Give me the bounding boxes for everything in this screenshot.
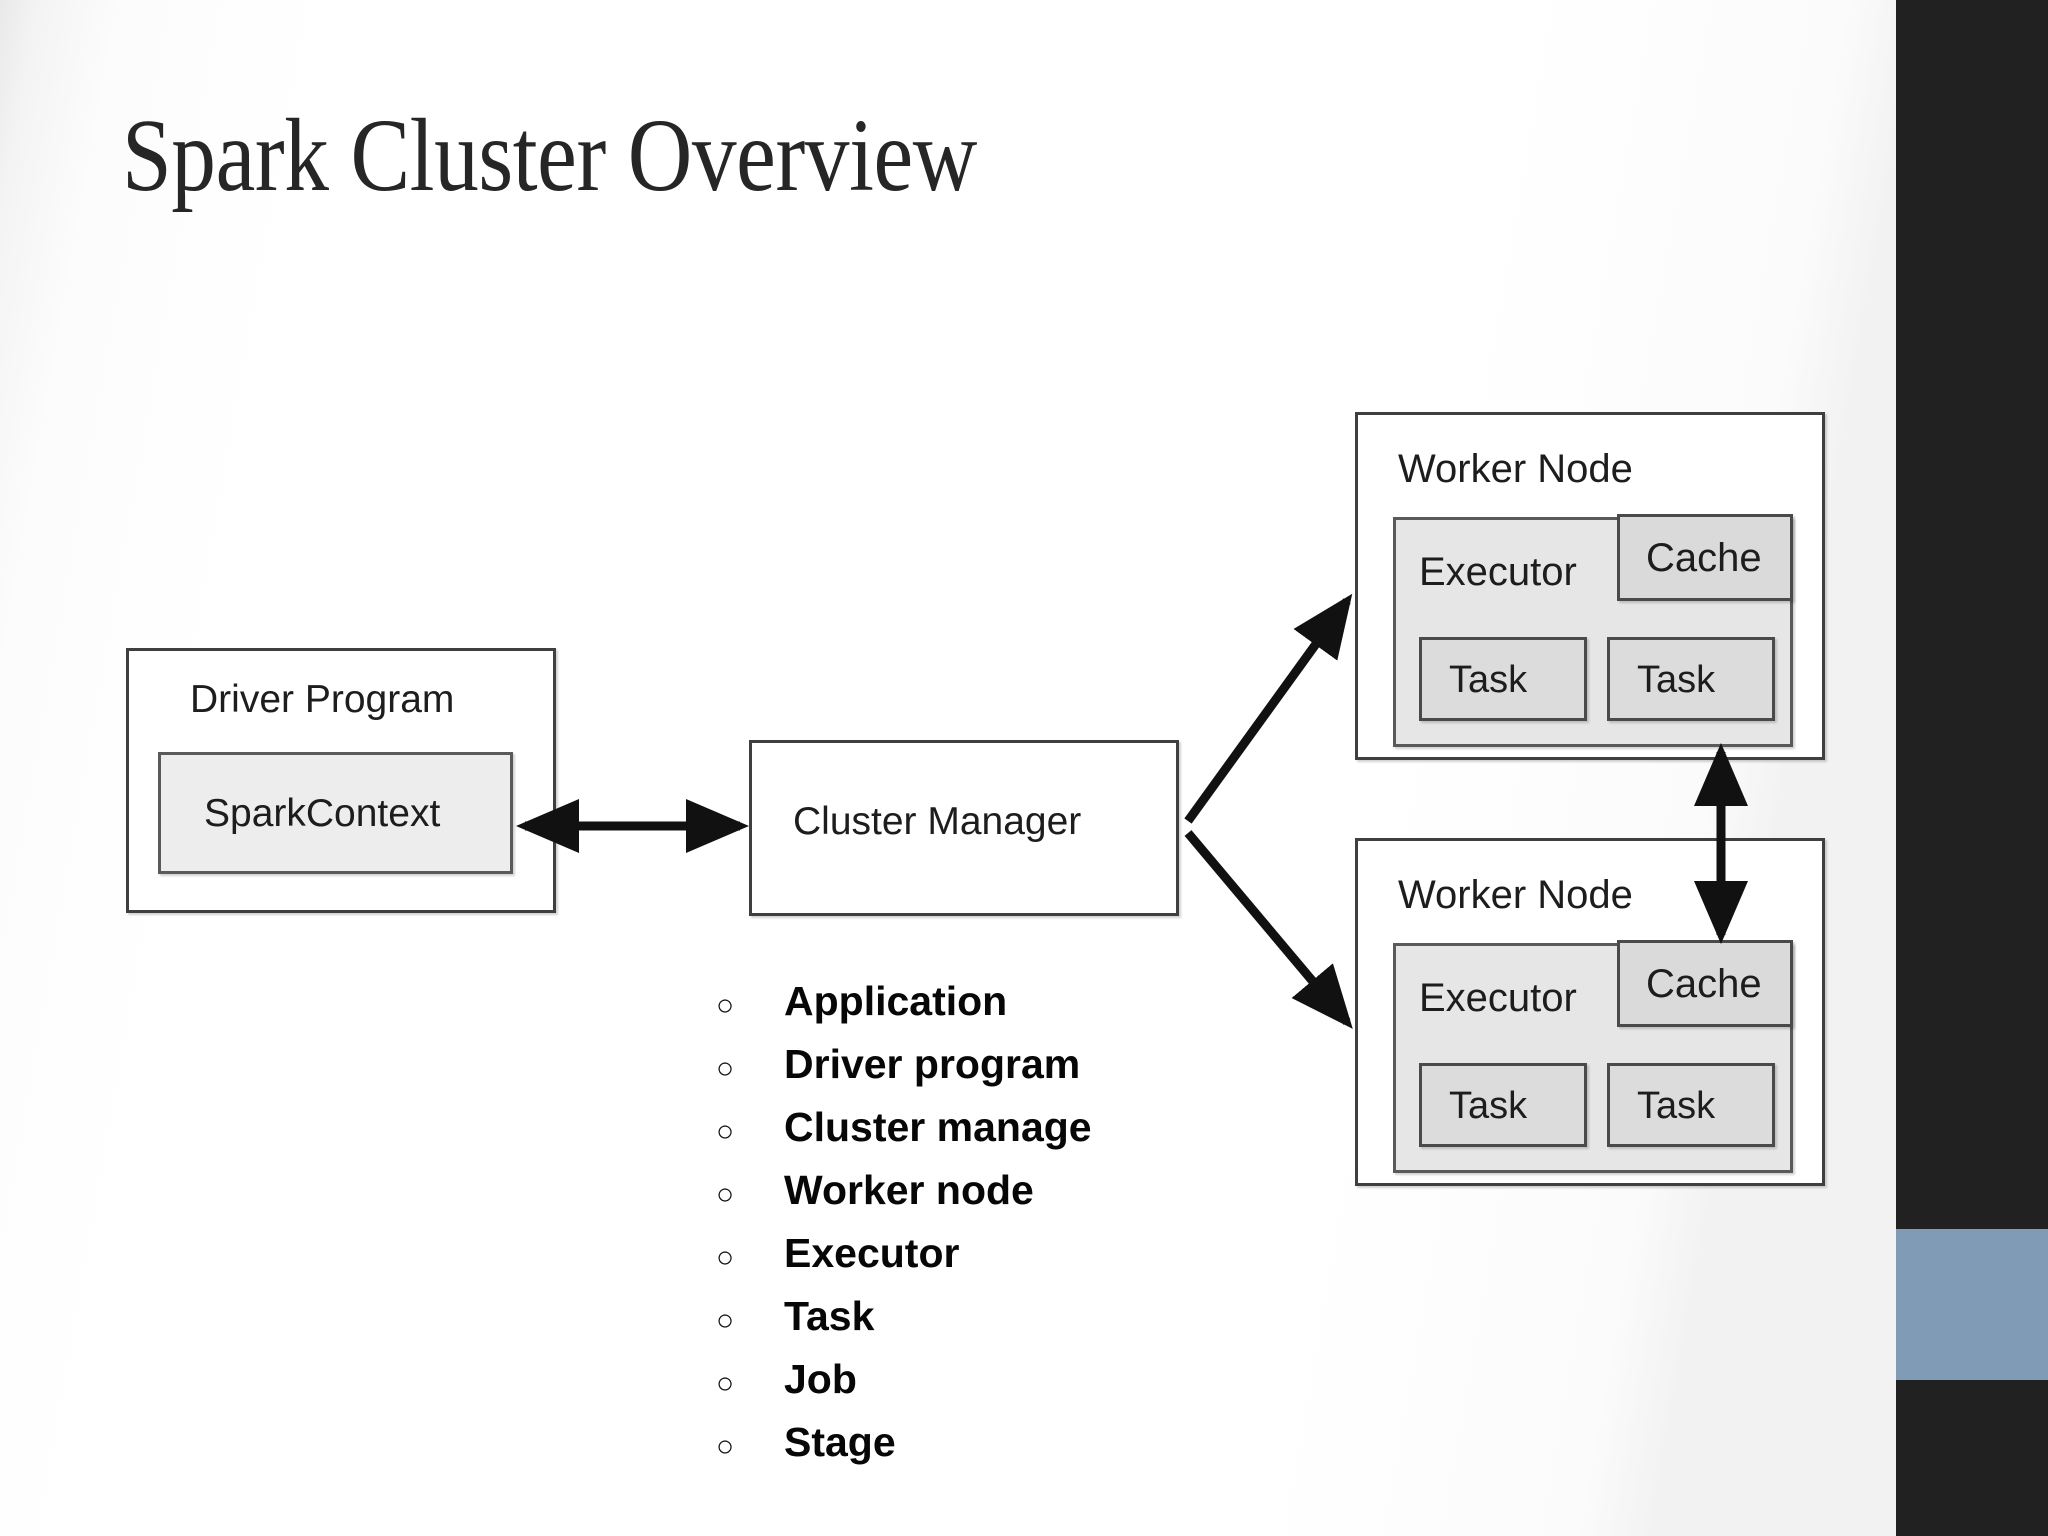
task-2-box [1607,637,1775,721]
bullet-marker-icon: ○ [716,1052,735,1085]
executor-2-label: Executor [1419,976,1577,1020]
task-3-box [1419,1063,1587,1147]
task-2-label: Task [1637,659,1716,701]
bullet-label: Driver program [784,1041,1081,1087]
sparkcontext-box [158,752,513,874]
task-1-box [1419,637,1587,721]
driver-program-label: Driver Program [190,678,455,721]
bullet-label: Stage [784,1419,896,1465]
bullet-label: Task [784,1293,875,1339]
list-item: ○ Stage [716,1419,1092,1482]
page-title: Spark Cluster Overview [122,98,977,213]
arrow-cluster-manager-worker-node-2 [1184,830,1353,1029]
bullet-marker-icon: ○ [716,1178,735,1211]
bullet-label: Application [784,978,1008,1024]
list-item: ○ Cluster manage [716,1104,1092,1167]
task-1-label: Task [1449,659,1528,701]
worker-node-2-label: Worker Node [1398,873,1633,917]
cache-1-box [1617,514,1793,601]
bullet-label: Job [784,1356,857,1402]
arrow-cluster-manager-worker-node-1 [1184,593,1353,824]
executor-1-label: Executor [1419,550,1577,594]
bullet-marker-icon: ○ [716,1367,735,1400]
list-item: ○ Application [716,978,1092,1041]
bullet-marker-icon: ○ [716,1430,735,1463]
task-3-label: Task [1449,1085,1528,1127]
cluster-manager-label: Cluster Manager [793,800,1082,843]
bullet-label: Executor [784,1230,960,1276]
cache-2-label: Cache [1646,962,1762,1006]
bullet-marker-icon: ○ [716,989,735,1022]
task-4-box [1607,1063,1775,1147]
list-item: ○ Worker node [716,1167,1092,1230]
bullet-label: Worker node [784,1167,1034,1213]
list-item: ○ Executor [716,1230,1092,1293]
cache-1-label: Cache [1646,536,1762,580]
bullet-marker-icon: ○ [716,1241,735,1274]
list-item: ○ Task [716,1293,1092,1356]
list-item: ○ Job [716,1356,1092,1419]
sparkcontext-label: SparkContext [204,792,441,835]
bullet-marker-icon: ○ [716,1115,735,1148]
cluster-manager-box [749,740,1179,916]
bullet-label: Cluster manage [784,1104,1092,1150]
worker-node-1-label: Worker Node [1398,447,1633,491]
right-accent-block [1896,1229,2048,1380]
bullet-marker-icon: ○ [716,1304,735,1337]
concept-bullet-list: ○ Application ○ Driver program ○ Cluster… [716,978,1092,1482]
list-item: ○ Driver program [716,1041,1092,1104]
task-4-label: Task [1637,1085,1716,1127]
